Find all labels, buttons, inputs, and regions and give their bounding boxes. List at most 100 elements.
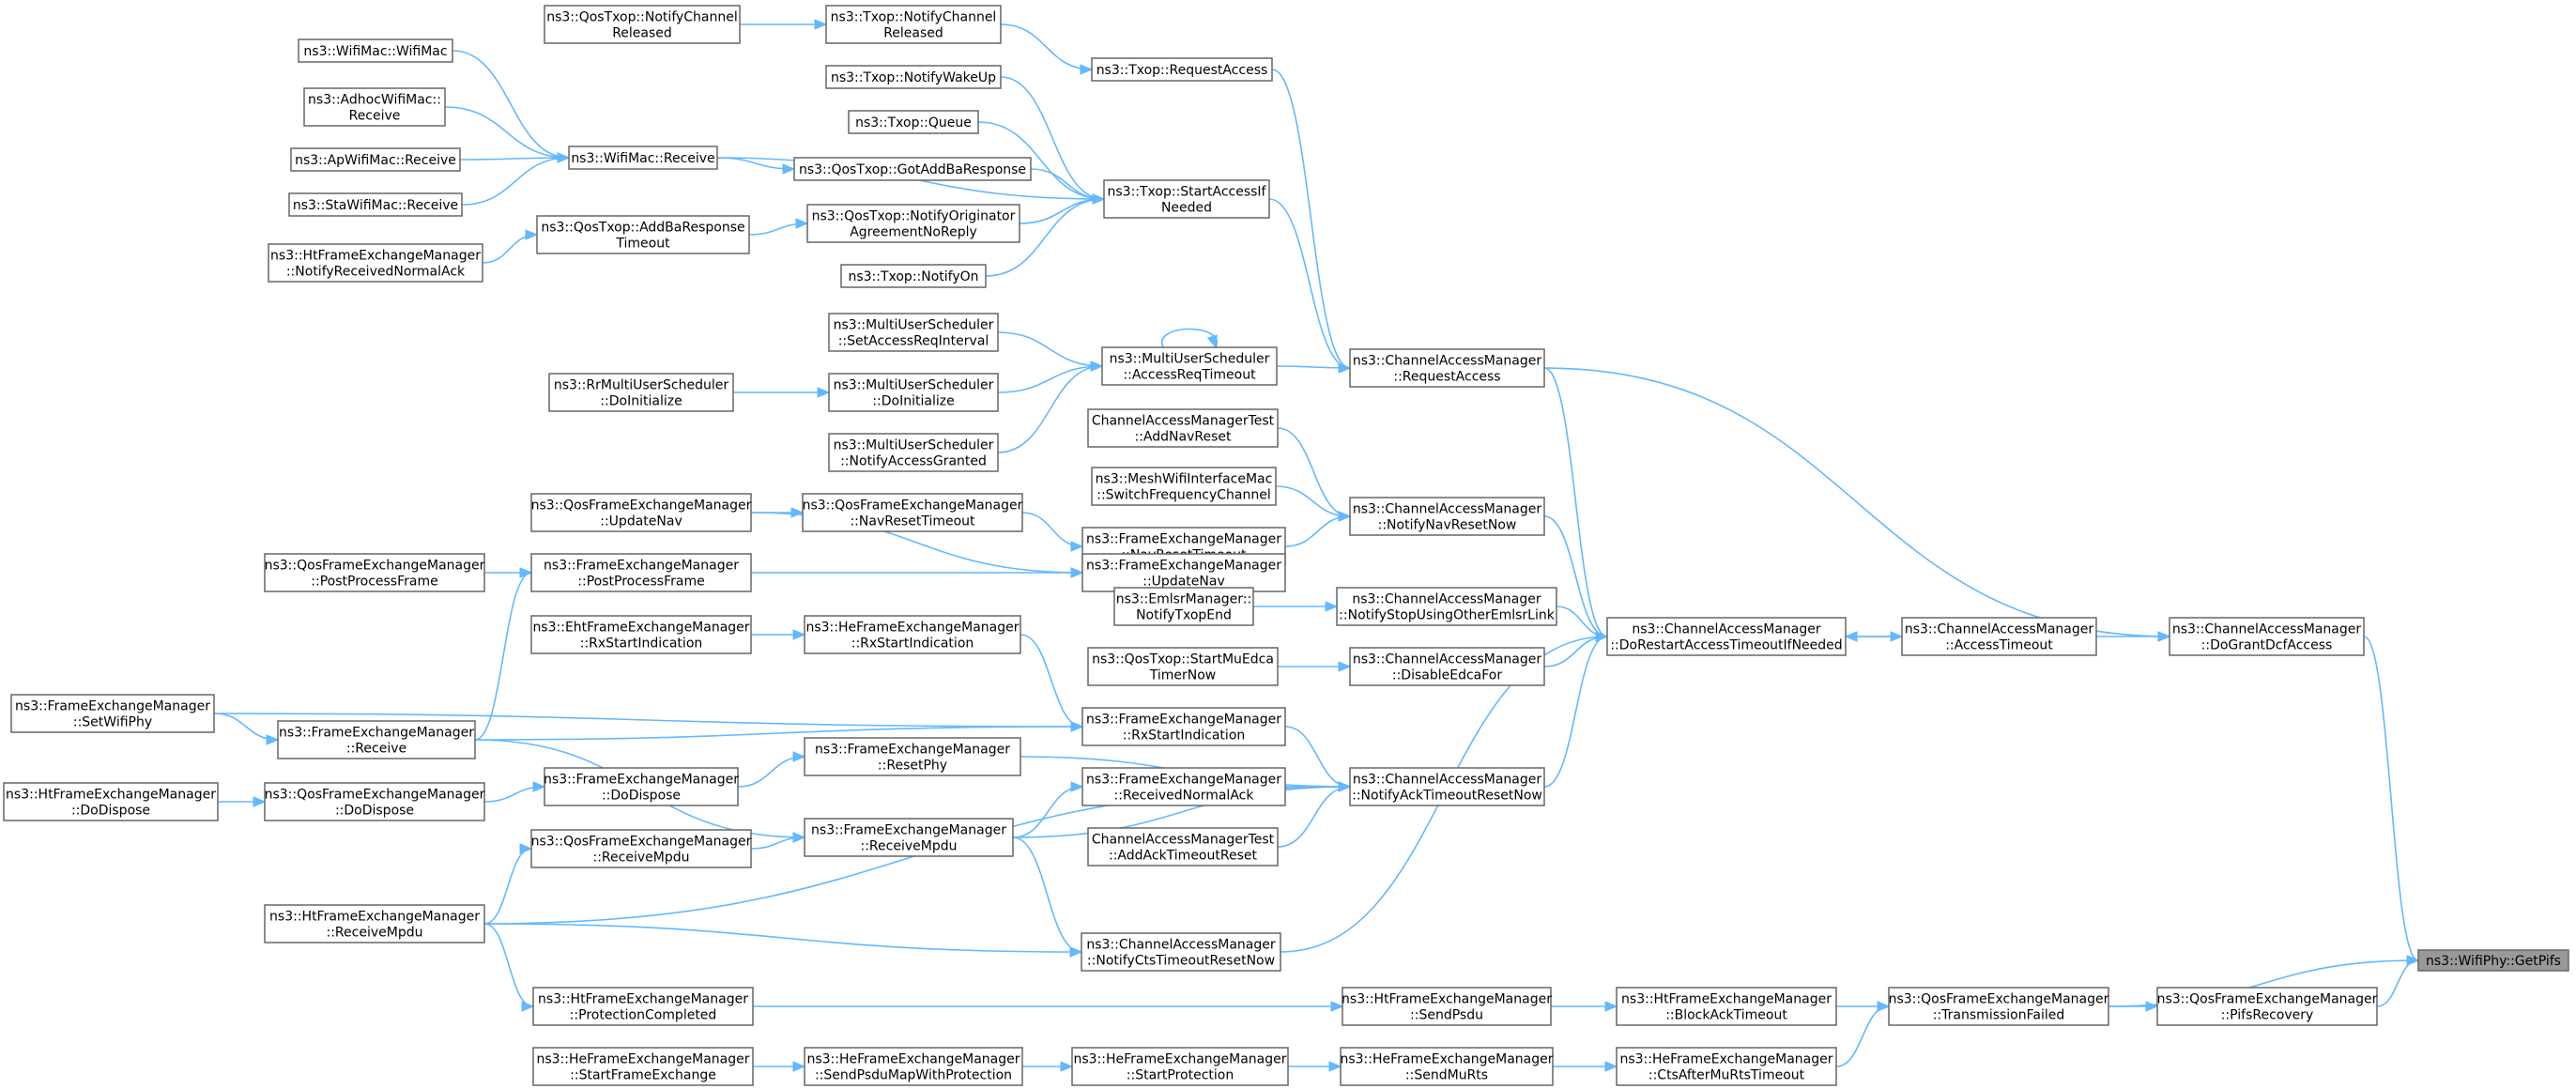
edge-line xyxy=(997,365,1103,393)
node-label: ns3::HtFrameExchangeManager xyxy=(6,788,216,803)
node-fem_updatenav[interactable]: ns3::FrameExchangeManager::UpdateNav xyxy=(1081,553,1286,592)
edge-arrow xyxy=(1092,193,1106,205)
node-aprecv[interactable]: ns3::ApWifiMac::Receive xyxy=(290,147,461,172)
edge-arrow xyxy=(1069,946,1083,958)
node-ctsmurts[interactable]: ns3::HeFrameExchangeManager::CtsAfterMuR… xyxy=(1616,1047,1837,1086)
node-he_rxstart[interactable]: ns3::HeFrameExchangeManager::RxStartIndi… xyxy=(804,615,1021,654)
node-wakeup[interactable]: ns3::Txop::NotifyWakeUp xyxy=(825,65,1002,89)
node-fem_recvmpdu[interactable]: ns3::FrameExchangeManager::ReceiveMpdu xyxy=(804,818,1014,857)
node-label: ns3::Txop::Queue xyxy=(855,115,972,130)
node-htfem_recvmpdu[interactable]: ns3::HtFrameExchangeManager::ReceiveMpdu xyxy=(264,904,485,943)
node-acktimeout_cam[interactable]: ns3::ChannelAccessManager::NotifyAckTime… xyxy=(1349,767,1545,806)
node-protcompl[interactable]: ns3::HtFrameExchangeManager::ProtectionC… xyxy=(532,987,754,1026)
node-notifyaccgr[interactable]: ns3::MultiUserScheduler::NotifyAccessGra… xyxy=(828,433,999,472)
node-acctimeout[interactable]: ns3::ChannelAccessManager::AccessTimeout xyxy=(1901,617,2097,656)
edge-arrow xyxy=(1090,360,1104,372)
node-qfem_navtimeout[interactable]: ns3::QosFrameExchangeManager::NavResetTi… xyxy=(802,493,1023,532)
node-blockack[interactable]: ns3::HtFrameExchangeManager::BlockAckTim… xyxy=(1616,987,1837,1026)
node-fem_setphy[interactable]: ns3::FrameExchangeManager::SetWifiPhy xyxy=(10,694,215,733)
node-label: ::ReceivedNormalAck xyxy=(1114,789,1255,804)
node-fem_rxstart[interactable]: ns3::FrameExchangeManager::RxStartIndica… xyxy=(1081,707,1286,746)
node-navreset_cam[interactable]: ns3::ChannelAccessManager::NotifyNavRese… xyxy=(1349,497,1545,536)
node-box xyxy=(536,215,750,254)
node-label: ns3::HtFrameExchangeManager xyxy=(269,910,480,925)
node-dorestart[interactable]: ns3::ChannelAccessManager::DoRestartAcce… xyxy=(1606,617,1847,656)
node-label: ns3::HtFrameExchangeManager xyxy=(538,992,748,1007)
edge-line xyxy=(1543,367,1608,637)
node-box xyxy=(277,720,476,759)
node-queue[interactable]: ns3::Txop::Queue xyxy=(848,110,979,134)
edge-fem_recvmpdu-to-ctstimeout_cam xyxy=(1012,836,1083,958)
node-qfem_postproc[interactable]: ns3::QosFrameExchangeManager::PostProces… xyxy=(264,553,485,592)
node-ctstimeout_cam[interactable]: ns3::ChannelAccessManager::NotifyCtsTime… xyxy=(1081,932,1281,972)
node-reqaccess_cam[interactable]: ns3::ChannelAccessManager::RequestAccess xyxy=(1349,348,1545,388)
node-mus_doinit[interactable]: ns3::MultiUserScheduler::DoInitialize xyxy=(828,373,999,412)
node-txfailed[interactable]: ns3::QosFrameExchangeManager::Transmissi… xyxy=(1888,987,2109,1026)
node-gotaddba[interactable]: ns3::QosTxop::GotAddBaResponse xyxy=(793,157,1032,181)
edge-line xyxy=(1012,786,1351,838)
node-fem_postproc[interactable]: ns3::FrameExchangeManager::PostProcessFr… xyxy=(530,553,752,592)
edge-arrow xyxy=(532,781,546,792)
node-disedca[interactable]: ns3::ChannelAccessManager::DisableEdcaFo… xyxy=(1349,647,1545,686)
node-mesh_switch[interactable]: ns3::MeshWifiInterfaceMac::SwitchFrequen… xyxy=(1091,467,1277,506)
node-pifsrec[interactable]: ns3::QosFrameExchangeManager::PifsRecove… xyxy=(2156,987,2378,1026)
node-box xyxy=(1087,827,1279,867)
node-label: ::DoInitialize xyxy=(872,394,954,409)
node-box xyxy=(1336,587,1557,626)
node-startprot[interactable]: ns3::HeFrameExchangeManager::StartProtec… xyxy=(1071,1047,1289,1086)
node-qfem_dodispose[interactable]: ns3::QosFrameExchangeManager::DoDispose xyxy=(264,782,485,821)
edge-htfem_recvmpdu-to-qfem_recvmpdu xyxy=(483,843,533,925)
node-notifyon[interactable]: ns3::Txop::NotifyOn xyxy=(840,264,987,288)
edge-line xyxy=(452,50,570,159)
node-dogrant[interactable]: ns3::ChannelAccessManager::DoGrantDcfAcc… xyxy=(2169,617,2365,656)
edge-line xyxy=(2363,636,2419,961)
node-accreqtimeout[interactable]: ns3::MultiUserScheduler::AccessReqTimeou… xyxy=(1101,346,1278,386)
node-adhocrecv[interactable]: ns3::AdhocWifiMac::Receive xyxy=(303,87,446,127)
node-camt_addack[interactable]: ChannelAccessManagerTest::AddAckTimeoutR… xyxy=(1087,827,1279,867)
node-rr_doinit[interactable]: ns3::RrMultiUserScheduler::DoInitialize xyxy=(548,373,734,412)
node-sendmurts[interactable]: ns3::HeFrameExchangeManager::SendMuRts xyxy=(1340,1047,1554,1086)
node-fem_receive[interactable]: ns3::FrameExchangeManager::Receive xyxy=(277,720,476,759)
node-label: ns3::MultiUserScheduler xyxy=(834,378,994,393)
node-macreceive[interactable]: ns3::WifiMac::Receive xyxy=(568,146,718,170)
node-qfem_updatenav[interactable]: ns3::QosFrameExchangeManager::UpdateNav xyxy=(530,493,752,532)
edge-arrow xyxy=(792,751,806,762)
node-notifyorig[interactable]: ns3::QosTxop::NotifyOriginatorAgreementN… xyxy=(806,204,1020,243)
node-fem_resetphy[interactable]: ns3::FrameExchangeManager::ResetPhy xyxy=(804,737,1021,776)
node-label: ns3::QosFrameExchangeManager xyxy=(803,498,1023,514)
edge-qfem_dodispose-to-fem_dodispose xyxy=(483,781,546,803)
node-qfem_recvmpdu[interactable]: ns3::QosFrameExchangeManager::ReceiveMpd… xyxy=(530,829,752,868)
node-getpifs[interactable]: ns3::WifiPhy::GetPifs xyxy=(2417,949,2569,972)
node-fem_dodispose[interactable]: ns3::FrameExchangeManager::DoDispose xyxy=(544,767,739,806)
node-starecv[interactable]: ns3::StaWifiMac::Receive xyxy=(288,192,463,217)
node-htnotifyack[interactable]: ns3::HtFrameExchangeManager::NotifyRecei… xyxy=(268,243,483,283)
node-label: ::RequestAccess xyxy=(1393,370,1500,385)
node-box xyxy=(1616,1047,1837,1086)
node-txop_reqaccess[interactable]: ns3::Txop::RequestAccess xyxy=(1091,57,1273,82)
node-startfe[interactable]: ns3::HeFrameExchangeManager::StartFrameE… xyxy=(532,1047,754,1086)
node-label: ::DoDispose xyxy=(71,804,150,819)
node-label: ::SetAccessReqInterval xyxy=(838,334,989,349)
node-emlsr_txopend[interactable]: ns3::EmlsrManager::NotifyTxopEnd xyxy=(1113,587,1254,626)
node-htfem_dodispose[interactable]: ns3::HtFrameExchangeManager::DoDispose xyxy=(3,782,219,821)
edge-setaccreq-to-accreqtimeout xyxy=(997,331,1104,372)
node-macwifimac[interactable]: ns3::WifiMac::WifiMac xyxy=(298,38,453,63)
edge-qos_notifychrel-to-txop_notifychrel xyxy=(740,19,828,30)
node-label: ::NotifyNavResetNow xyxy=(1378,518,1517,533)
edge-arrow xyxy=(1080,64,1094,75)
node-box xyxy=(1113,587,1254,626)
node-sendpsdu[interactable]: ns3::HtFrameExchangeManager::SendPsdu xyxy=(1342,987,1552,1026)
node-eht_rxstart[interactable]: ns3::EhtFrameExchangeManager::RxStartInd… xyxy=(530,615,752,654)
node-stopemlsr[interactable]: ns3::ChannelAccessManager::NotifyStopUsi… xyxy=(1336,587,1557,626)
node-sendpsdumap[interactable]: ns3::HeFrameExchangeManager::SendPsduMap… xyxy=(804,1047,1023,1086)
node-camt_addnav[interactable]: ChannelAccessManagerTest::AddNavReset xyxy=(1087,408,1279,448)
node-label: ns3::MultiUserScheduler xyxy=(1110,352,1270,367)
node-setaccreq[interactable]: ns3::MultiUserScheduler::SetAccessReqInt… xyxy=(828,313,999,352)
node-fem_recvnormack[interactable]: ns3::FrameExchangeManager::ReceivedNorma… xyxy=(1081,767,1286,806)
node-label: ::SetWifiPhy xyxy=(73,715,152,730)
